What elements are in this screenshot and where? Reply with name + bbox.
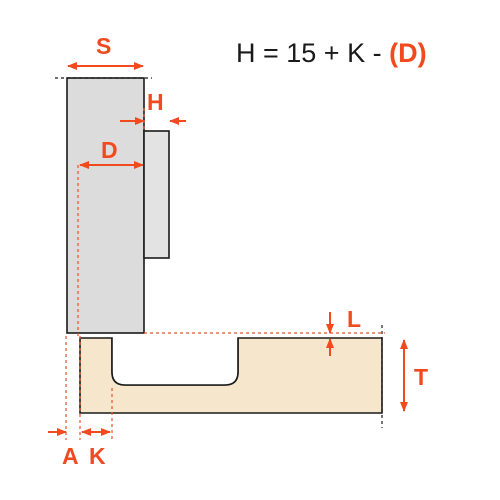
dimension-labels: S H D L T A K: [62, 33, 428, 469]
label-h: H: [147, 89, 164, 115]
reference-lines: [55, 77, 385, 440]
label-a: A: [62, 443, 79, 469]
dimension-arrows: [48, 62, 408, 436]
label-d: D: [101, 137, 118, 163]
label-l: L: [347, 306, 361, 332]
formula: H = 15 + K - (D): [236, 38, 427, 68]
side-panel: [66, 77, 145, 334]
label-s: S: [96, 33, 111, 59]
formula-text: H = 15 + K -: [236, 38, 389, 68]
label-t: T: [414, 364, 428, 390]
formula-emphasis: (D): [389, 38, 426, 68]
hinge-cup-recess: [111, 338, 239, 386]
hinge-plate: [143, 130, 170, 259]
label-k: K: [89, 443, 106, 469]
